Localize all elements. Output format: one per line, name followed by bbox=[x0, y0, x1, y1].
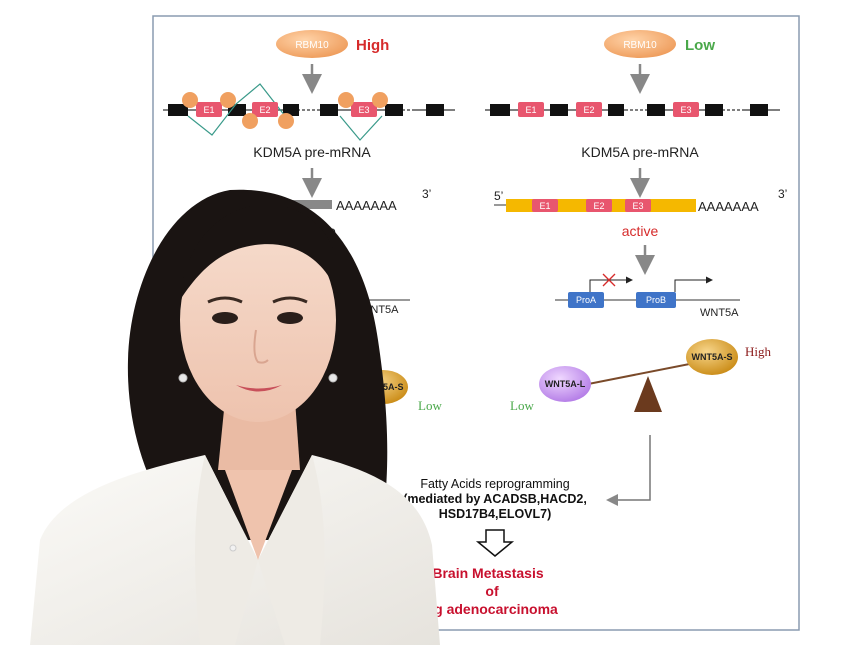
intron-block bbox=[750, 104, 768, 116]
exon-e1-label: E1 bbox=[203, 105, 214, 115]
intron-block bbox=[608, 104, 624, 116]
outcome-result2: of bbox=[485, 583, 499, 599]
proa-tss-arrow bbox=[589, 276, 633, 292]
rbm10-level-high: High bbox=[356, 37, 389, 54]
premrna-label-left: KDM5A pre-mRNA bbox=[253, 144, 371, 160]
seesaw-fulcrum bbox=[634, 376, 662, 412]
exon-e2-right bbox=[576, 102, 602, 117]
arrow-to-outcome bbox=[606, 435, 651, 506]
intron-block bbox=[168, 104, 188, 116]
end3-right: 3’ bbox=[778, 187, 787, 201]
splice-skip-line bbox=[187, 83, 286, 136]
intron-block bbox=[320, 104, 338, 116]
outcome-hollow-arrow bbox=[475, 529, 515, 557]
wnt5a-l-label: WNT5A-L bbox=[545, 379, 586, 389]
wnt5a-s-label-right: WNT5A-S bbox=[692, 352, 733, 362]
exon-e2-left bbox=[252, 102, 278, 117]
exon-e2-label: E2 bbox=[259, 105, 270, 115]
outcome-line3: HSD17B4,ELOVL7) bbox=[439, 507, 552, 521]
end3-left: 3’ bbox=[422, 187, 431, 201]
splice-skip-line bbox=[339, 115, 383, 141]
exon-e1-right bbox=[518, 102, 544, 117]
mrna-exon-e1-label: E1 bbox=[539, 201, 550, 211]
prob-label: ProB bbox=[646, 295, 666, 305]
wnt5a-label-left: WNT5A bbox=[360, 304, 399, 316]
exon-e1-label: E1 bbox=[525, 105, 536, 115]
proa-box bbox=[568, 292, 604, 308]
mrna-exon-e2-label: E2 bbox=[593, 201, 604, 211]
mrna-exon-e2 bbox=[586, 199, 612, 212]
wnt5a-s-level-right: High bbox=[745, 344, 772, 359]
rbm10-oval-right bbox=[604, 30, 676, 58]
rbm10-label-right: RBM10 bbox=[623, 40, 657, 51]
intron-block bbox=[283, 104, 299, 116]
intron-block bbox=[426, 104, 444, 116]
mrna-bar-left bbox=[270, 200, 332, 209]
left-panel: RBM10 High E1 E2 E3 KDM5A pre-mRNA AAAA bbox=[163, 30, 455, 413]
polya-left: AAAAAAA bbox=[336, 198, 397, 213]
intron-block bbox=[705, 104, 723, 116]
exon-e3-label: E3 bbox=[358, 105, 369, 115]
prob-tss-arrow bbox=[674, 276, 713, 292]
rbm10-label-left: RBM10 bbox=[295, 40, 329, 51]
outcome-section: Fatty Acids reprogramming (mediated by A… bbox=[403, 477, 587, 617]
mrna-exon-e3-label: E3 bbox=[632, 201, 643, 211]
right-panel: RBM10 Low E1 E2 E3 KDM5A pre-mRNA 5’ E1 … bbox=[485, 30, 787, 506]
status-left: ive bbox=[318, 223, 336, 239]
exon-e1-left bbox=[196, 102, 222, 117]
intron-block bbox=[647, 104, 665, 116]
outcome-line2: (mediated by ACADSB,HACD2, bbox=[403, 492, 587, 506]
intron-block bbox=[490, 104, 510, 116]
prob-box bbox=[636, 292, 676, 308]
mrna-exon-e3 bbox=[625, 199, 651, 212]
end5-right: 5’ bbox=[494, 189, 503, 203]
status-right: active bbox=[622, 223, 659, 239]
wnt5a-s-level-left: Low bbox=[418, 398, 442, 413]
rbm10-oval-left bbox=[276, 30, 348, 58]
intron-block bbox=[550, 104, 568, 116]
outcome-result3: g adenocarcinoma bbox=[434, 601, 558, 617]
rbm10-level-low: Low bbox=[685, 37, 715, 54]
proa-label: ProA bbox=[576, 295, 596, 305]
exon-e3-right bbox=[673, 102, 699, 117]
outcome-line1: Fatty Acids reprogramming bbox=[420, 477, 569, 491]
exon-e3-left bbox=[351, 102, 377, 117]
intron-block bbox=[385, 104, 403, 116]
exon-e3-label: E3 bbox=[680, 105, 691, 115]
intron-block bbox=[228, 104, 246, 116]
exon-e2-label: E2 bbox=[583, 105, 594, 115]
wnt5a-s-label-left: WNT5A-S bbox=[363, 382, 404, 392]
wnt5a-l-level: Low bbox=[510, 398, 534, 413]
polya-right: AAAAAAA bbox=[698, 199, 759, 214]
rbm10-binding-dots bbox=[182, 92, 388, 129]
wnt5a-l-cloud bbox=[539, 366, 591, 402]
wnt5a-s-cloud-right bbox=[686, 339, 738, 375]
wnt5a-label-right: WNT5A bbox=[700, 307, 739, 319]
premrna-label-right: KDM5A pre-mRNA bbox=[581, 144, 699, 160]
mrna-exon-e1 bbox=[532, 199, 558, 212]
outcome-result1: Brain Metastasis bbox=[432, 565, 543, 581]
diagram-frame bbox=[152, 15, 800, 631]
